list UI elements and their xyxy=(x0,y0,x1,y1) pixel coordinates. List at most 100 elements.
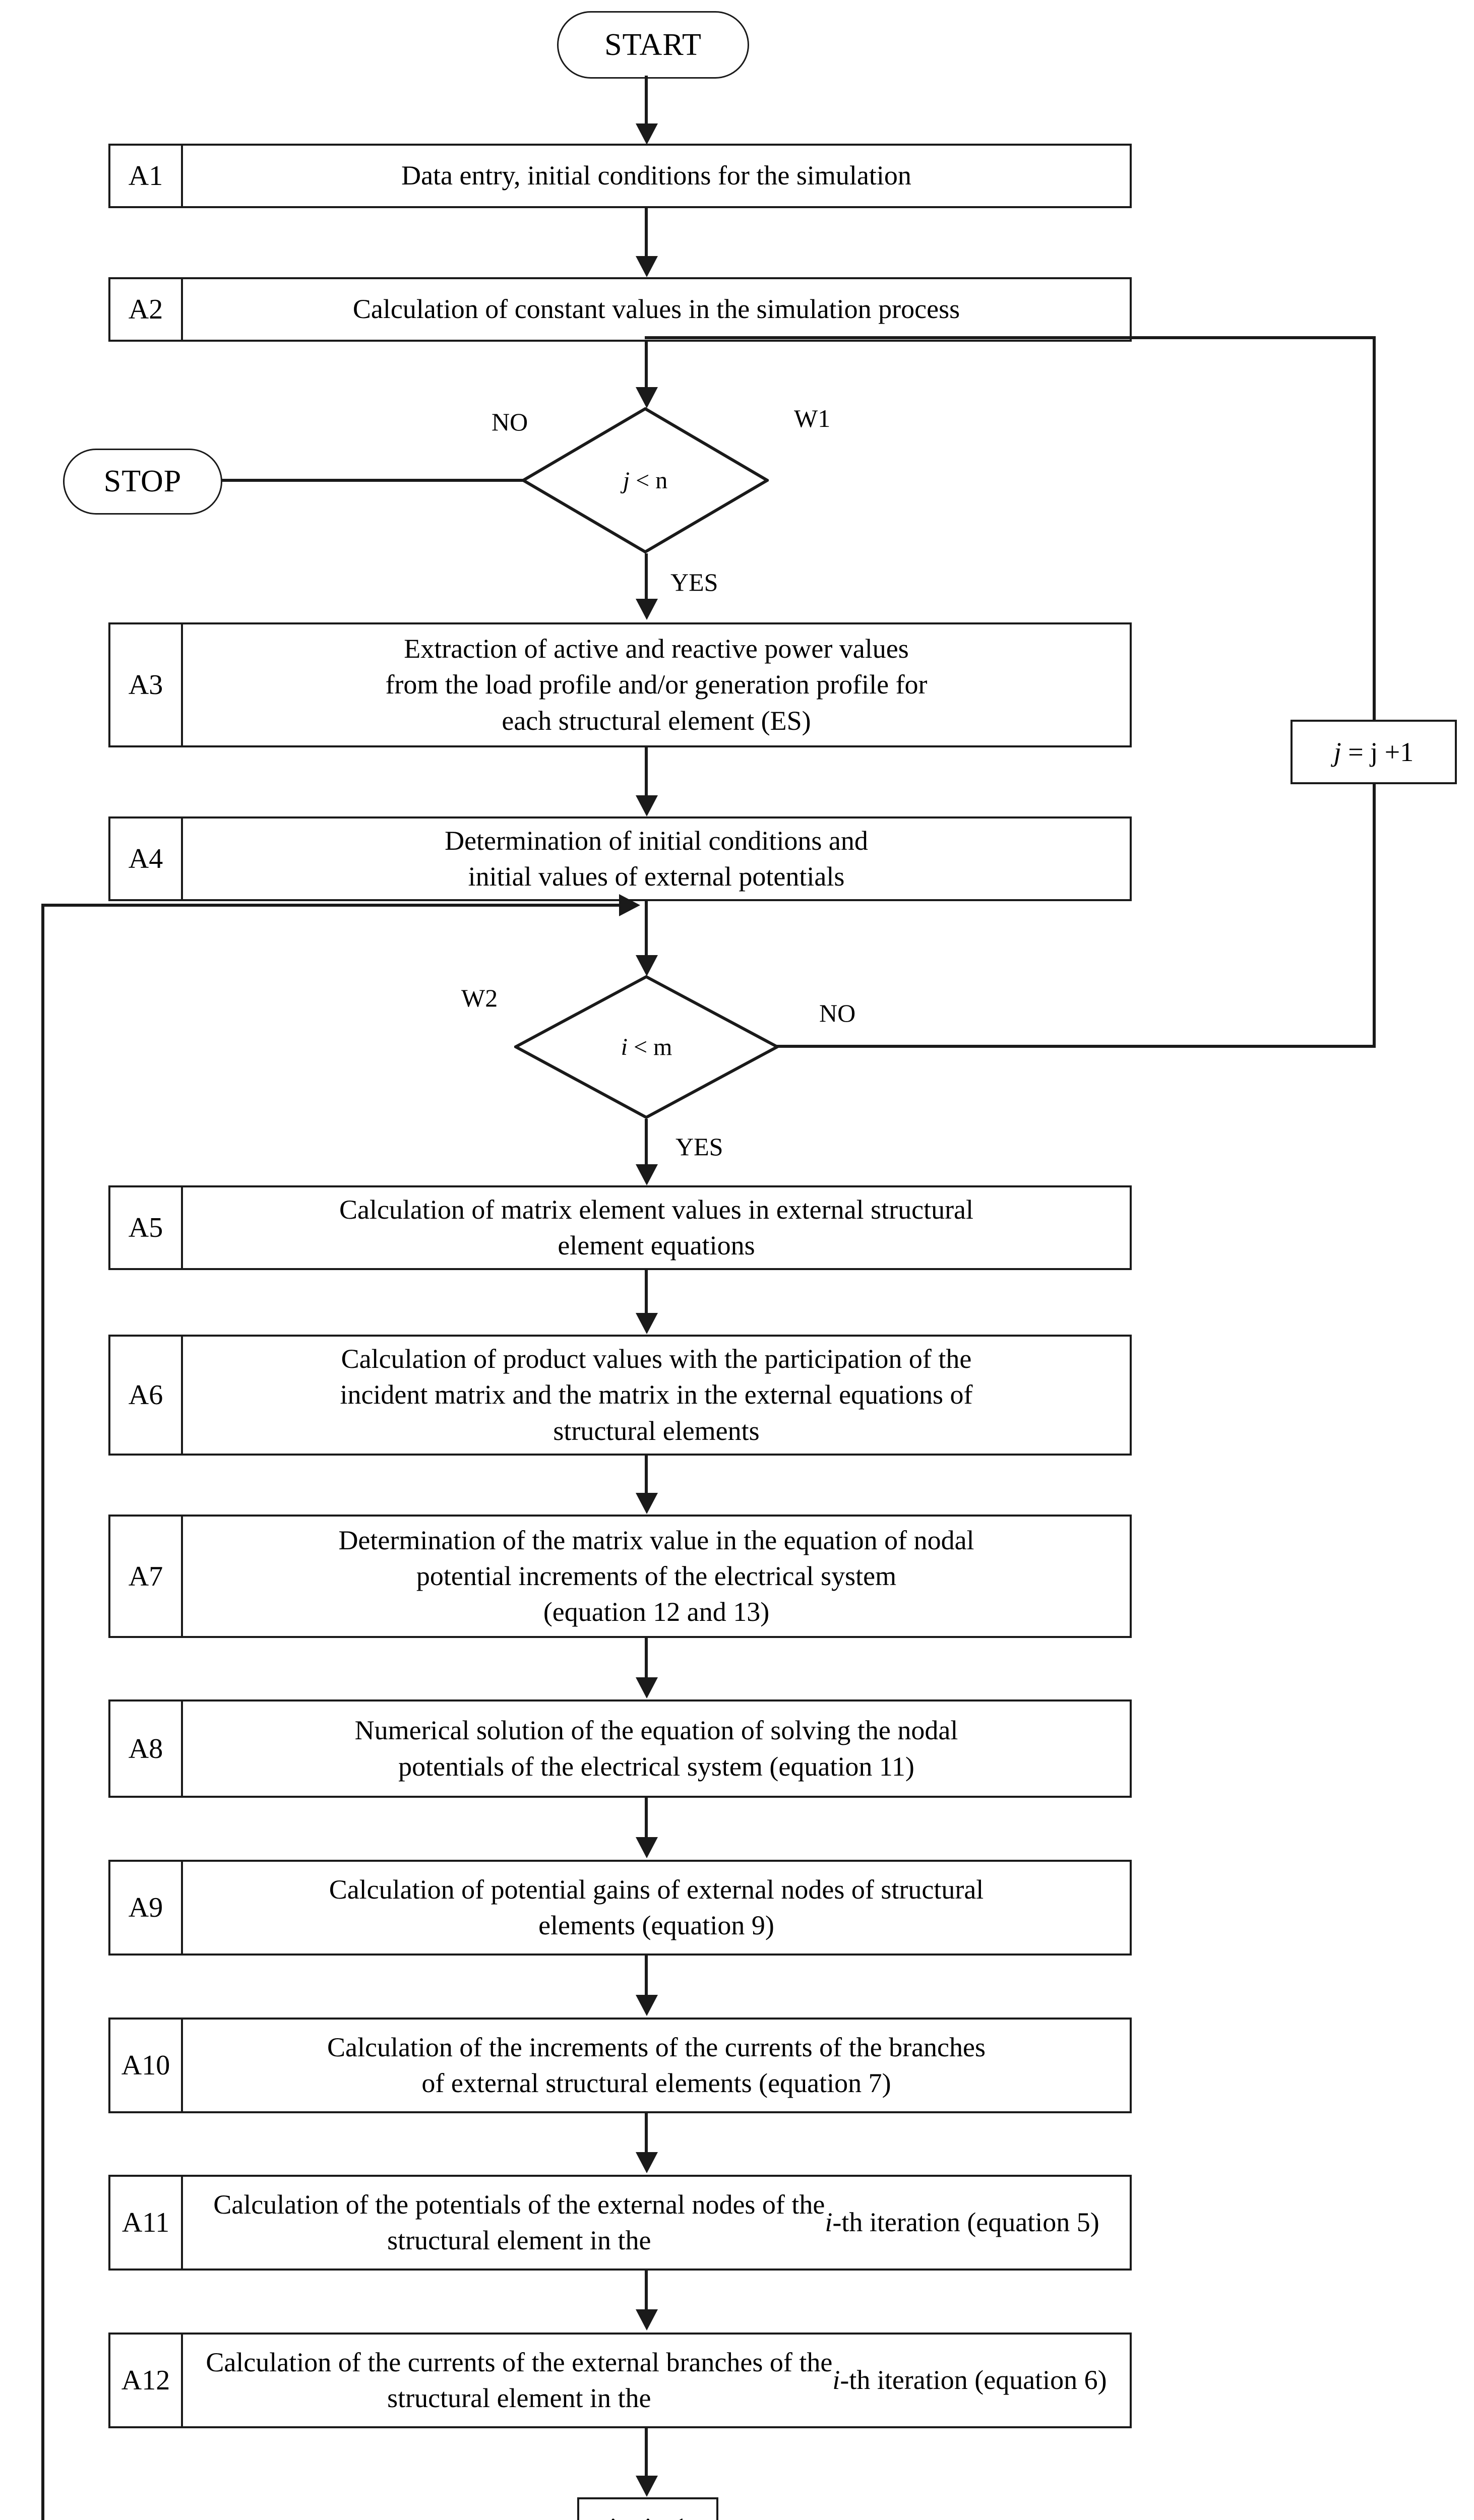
process-text-a1: Data entry, initial conditions for the s… xyxy=(401,160,911,191)
decision-diamond-w1[interactable]: j < n xyxy=(522,407,769,553)
arrowhead-a7-to-a8 xyxy=(636,1677,658,1698)
counter-var-i: i xyxy=(608,2512,616,2520)
terminal-stop-label: STOP xyxy=(103,464,182,498)
arrowhead-w2-yes-to-a5 xyxy=(636,1164,658,1185)
process-tag-a8: A8 xyxy=(110,1702,183,1796)
process-box-a9[interactable]: A9 Calculation of potential gains of ext… xyxy=(108,1860,1132,1956)
decision-yes-label-w2: YES xyxy=(675,1132,723,1161)
connector-jloop-top-horizontal xyxy=(645,336,1376,339)
arrowhead-w1-yes-to-a3 xyxy=(636,599,658,620)
decision-rest-w1: < n xyxy=(636,467,668,494)
counter-box-j-increment[interactable]: j = j +1 xyxy=(1291,720,1457,784)
process-box-a10[interactable]: A10 Calculation of the increments of the… xyxy=(108,2018,1132,2113)
process-text-a6: Calculation of product values with the p… xyxy=(340,1344,973,1446)
arrowhead-a11-to-a12 xyxy=(636,2309,658,2330)
connector-jloop-right-vertical xyxy=(1373,336,1376,722)
connector-a4-to-w2 xyxy=(645,901,648,969)
process-text-a8: Numerical solution of the equation of so… xyxy=(354,1715,958,1782)
connector-a9-to-a10 xyxy=(645,1956,648,2003)
process-tag-a7: A7 xyxy=(110,1517,183,1636)
process-box-a8[interactable]: A8 Numerical solution of the equation of… xyxy=(108,1699,1132,1798)
arrowhead-a1-to-a2 xyxy=(636,256,658,277)
process-text-a9: Calculation of potential gains of extern… xyxy=(329,1874,984,1940)
connector-w2-no-to-jbox xyxy=(776,1045,1376,1048)
process-text-a5: Calculation of matrix element values in … xyxy=(339,1194,974,1261)
arrowhead-a4-to-w2 xyxy=(636,955,658,976)
connector-a7-to-a8 xyxy=(645,1638,648,1683)
decision-condition-w1: j < n xyxy=(522,407,769,553)
arrowhead-iloop-return xyxy=(619,894,640,916)
connector-a6-to-a7 xyxy=(645,1456,648,1496)
connector-a1-to-a2 xyxy=(645,208,648,259)
process-tag-a4: A4 xyxy=(110,818,183,899)
process-box-a7[interactable]: A7 Determination of the matrix value in … xyxy=(108,1515,1132,1638)
arrowhead-a9-to-a10 xyxy=(636,1995,658,2016)
process-tag-a11: A11 xyxy=(110,2177,183,2269)
counter-expr-i: = i +1 xyxy=(622,2512,688,2520)
process-tag-a2: A2 xyxy=(110,279,183,340)
connector-a5-to-a6 xyxy=(645,1270,648,1315)
process-text-a11: Calculation of the potentials of the ext… xyxy=(213,2189,1099,2255)
process-text-a12: Calculation of the currents of the exter… xyxy=(206,2347,1107,2413)
connector-a12-to-iinc xyxy=(645,2428,648,2479)
process-box-a5[interactable]: A5 Calculation of matrix element values … xyxy=(108,1185,1132,1270)
connector-a10-to-a11 xyxy=(645,2113,648,2161)
decision-var-w1: j xyxy=(623,467,630,494)
process-tag-a9: A9 xyxy=(110,1862,183,1954)
decision-condition-w2: i < m xyxy=(514,975,779,1119)
process-tag-a1: A1 xyxy=(110,146,183,206)
connector-w1-yes-to-a3 xyxy=(645,553,648,609)
decision-no-label-w2: NO xyxy=(819,999,856,1027)
process-box-a4[interactable]: A4 Determination of initial conditions a… xyxy=(108,816,1132,901)
arrowhead-a12-to-iinc xyxy=(636,2476,658,2497)
connector-iloop-top-horizontal xyxy=(41,904,621,907)
terminal-stop[interactable]: STOP xyxy=(63,449,222,515)
decision-name-label-w1: W1 xyxy=(794,404,831,432)
decision-diamond-w2[interactable]: i < m xyxy=(514,975,779,1119)
arrowhead-start-to-a1 xyxy=(636,123,658,145)
process-tag-a12: A12 xyxy=(110,2335,183,2426)
terminal-start-label: START xyxy=(604,27,702,62)
arrowhead-a10-to-a11 xyxy=(636,2152,658,2173)
process-box-a12[interactable]: A12 Calculation of the currents of the e… xyxy=(108,2333,1132,2428)
connector-jbox-down xyxy=(1373,784,1376,1046)
arrowhead-a3-to-a4 xyxy=(636,795,658,816)
process-text-a4: Determination of initial conditions and … xyxy=(445,825,868,892)
connector-a11-to-a12 xyxy=(645,2271,648,2318)
counter-label-j: j = j +1 xyxy=(1334,736,1414,768)
terminal-start[interactable]: START xyxy=(557,11,749,79)
arrowhead-a8-to-a9 xyxy=(636,1837,658,1858)
decision-yes-label-w1: YES xyxy=(670,568,718,596)
process-tag-a3: A3 xyxy=(110,624,183,745)
connector-iloop-left-vertical xyxy=(41,904,44,2520)
process-box-a3[interactable]: A3 Extraction of active and reactive pow… xyxy=(108,622,1132,747)
decision-rest-w2: < m xyxy=(633,1034,672,1060)
process-box-a6[interactable]: A6 Calculation of product values with th… xyxy=(108,1335,1132,1456)
process-tag-a6: A6 xyxy=(110,1337,183,1454)
process-box-a1[interactable]: A1 Data entry, initial conditions for th… xyxy=(108,144,1132,208)
arrowhead-a6-to-a7 xyxy=(636,1493,658,1514)
process-text-a7: Determination of the matrix value in the… xyxy=(338,1525,974,1627)
decision-no-label-w1: NO xyxy=(492,408,528,436)
connector-w2-yes-to-a5 xyxy=(645,1119,648,1172)
counter-box-i-increment[interactable]: i = i +1 xyxy=(577,2497,718,2520)
connector-w1-no-to-stop xyxy=(192,479,524,482)
connector-a2-to-w1 xyxy=(645,342,648,397)
process-box-a11[interactable]: A11 Calculation of the potentials of the… xyxy=(108,2175,1132,2271)
process-text-a2: Calculation of constant values in the si… xyxy=(352,294,960,325)
counter-var-j: j xyxy=(1333,737,1341,767)
connector-a8-to-a9 xyxy=(645,1798,648,1846)
connector-start-to-a1 xyxy=(645,76,648,126)
counter-label-i: i = i +1 xyxy=(608,2512,688,2520)
process-text-a3: Extraction of active and reactive power … xyxy=(385,634,928,736)
decision-var-w2: i xyxy=(621,1034,628,1060)
process-tag-a5: A5 xyxy=(110,1187,183,1268)
decision-name-label-w2: W2 xyxy=(461,984,498,1012)
process-tag-a10: A10 xyxy=(110,2020,183,2111)
process-box-a2[interactable]: A2 Calculation of constant values in the… xyxy=(108,277,1132,342)
connector-a3-to-a4 xyxy=(645,747,648,798)
arrowhead-a2-to-w1 xyxy=(636,387,658,408)
arrowhead-a5-to-a6 xyxy=(636,1313,658,1334)
process-text-a10: Calculation of the increments of the cur… xyxy=(327,2032,986,2098)
